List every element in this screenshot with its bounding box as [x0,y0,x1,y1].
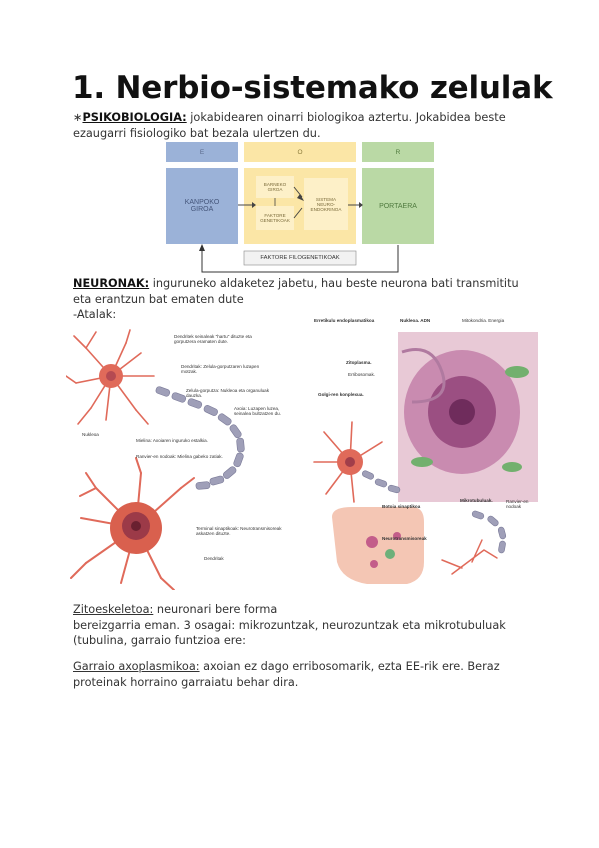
garraio-term: Garraio axoplasmikoa: [73,660,200,673]
zitoeskeletoa-text-2: bereizgarria eman. 3 osagai: mikrozuntza… [73,618,506,632]
label-golgi: Golgi-ren konplexua. [318,392,364,397]
neuronak-term: NEURONAK: [73,277,150,290]
label-neurotransmisoreak: Neurotransmisoreak [382,536,427,541]
neuron-illustration-left: Dendritek seinaleak "hartu" dituzte eta … [65,328,288,591]
zitoeskeletoa-line-1: Zitoeskeletoa: neuronari bere forma [73,602,506,618]
neuronak-paragraph: NEURONAK: inguruneko aldaketez jabetu, h… [73,276,519,323]
label-mikrotubuluak: Mikrotubuluak. [460,498,493,503]
label-dendritak: Dendritak: Zelula-gorputzaren luzapen mo… [181,364,260,375]
label-ranvier: Ranvier-en nodoak: Mielina gabeko zatiak… [136,454,223,459]
label-nukleoa: Nukleoa [82,432,99,437]
label-dendrite-signal: Dendritek seinaleak "hartu" dituzte eta … [174,334,252,345]
faktore-filogenetikoak-box: FAKTORE FILOGENETIKOAK [260,255,340,261]
eor-diagram: E O R KANPOKO GIROA BARNEKO GIROA FAKTOR… [166,142,434,272]
neuronak-text-1: inguruneko aldaketez jabetu, hau beste n… [149,277,519,290]
kanpoko-giroa-box: KANPOKO GIROA [184,199,220,213]
neuronak-text-2: eta erantzun bat ematen dute [73,292,244,306]
label-erretikulu: Erretikulu endoplasmatikoa [314,318,375,323]
psikobiologia-text-2: ezaugarri fisiologiko bat bezala ulertze… [73,126,321,140]
label-zelula-gorputza: Zelula-gorputza: Nukleoa eta organuluak … [186,388,269,399]
portaera-box: PORTAERA [379,202,417,210]
neuron-drawing [65,329,245,591]
label-mitokondria: Mitokondria. Energia [462,318,505,323]
garraio-line-1: Garraio axoplasmikoa: axoian ez dago err… [73,659,500,675]
label-axoia: Axoia: Luzapen luzea, seinalea bultzatze… [234,406,281,417]
label-zitoplasma: Zitoplasma. [346,360,372,365]
garraio-text-2: proteinak horraino garraiatu behar dira. [73,675,299,689]
psikobiologia-term: PSIKOBIOLOGIA: [82,111,187,124]
header-o: O [297,148,303,156]
label-nukleoa-adn: Nukleoa. ADN [400,318,431,323]
label-ranvier-nodoak: Ranvier-en nodoak [506,499,529,510]
neuron-cell-drawing [313,332,538,584]
label-botoia-sinaptikoa: Botoia sinaptikoa [382,504,421,509]
psikobiologia-line-1: ∗PSIKOBIOLOGIA: jokabidearen oinarri bio… [73,110,506,126]
header-e: E [199,148,205,156]
neuronak-line-1: NEURONAK: inguruneko aldaketez jabetu, h… [73,276,519,292]
garraio-paragraph: Garraio axoplasmikoa: axoian ez dago err… [73,659,500,690]
atalak-label: -Atalak: [73,308,117,321]
zitoeskeletoa-paragraph: Zitoeskeletoa: neuronari bere forma bere… [73,602,506,649]
garraio-text-1: axoian ez dago erribosomarik, ezta EE-ri… [199,660,500,673]
label-dendritak-bottom: Dendritak [204,556,224,561]
psikobiologia-text-1: jokabidearen oinarri biologikoa aztertu.… [186,111,506,124]
page-title: 1. Nerbio-sistemako zelulak [72,70,553,106]
zitoeskeletoa-text-3: (tubulina, garraio funtzioa ere: [73,634,246,647]
zitoeskeletoa-term: Zitoeskeletoa: [73,603,154,616]
label-terminal-sinaptikoak: Terminal sinaptikoak: Neurotransmisoreak… [196,526,282,537]
psikobiologia-paragraph: ∗PSIKOBIOLOGIA: jokabidearen oinarri bio… [73,110,506,141]
label-erribosomak: Erribosomak. [348,372,376,377]
zitoeskeletoa-text-1: neuronari bere forma [153,603,278,616]
label-mielina: Mielina: Axoiaren inguruko estalkia. [136,438,209,443]
faktore-genetikoak-box: FAKTORE GENETIKOAK [260,213,290,223]
header-r: R [395,148,401,156]
neuron-illustration-right: Erretikulu endoplasmatikoa Nukleoa. ADN … [312,312,540,594]
sistema-neuroendokrinoa-box: SISTEMA NEURO- ENDOKRINOA [310,196,342,212]
bullet-icon: ∗ [73,111,83,124]
barneko-giroa-box: BARNEKO GIROA [263,182,287,192]
